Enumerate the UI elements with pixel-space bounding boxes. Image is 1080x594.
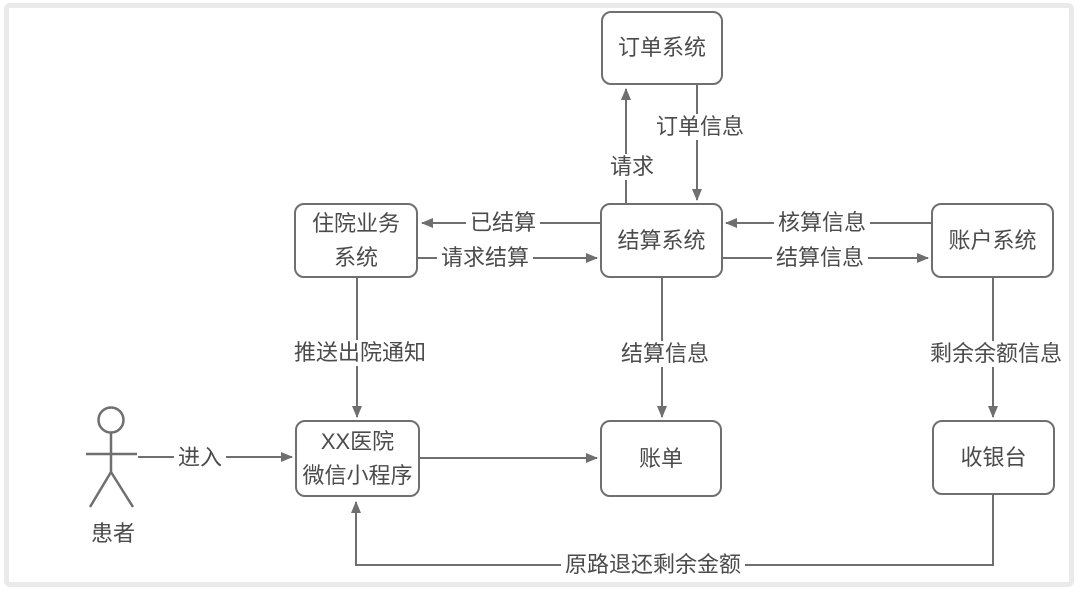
edge-label-request-settlement: 请求结算 bbox=[436, 245, 534, 271]
node-bill-label: 账单 bbox=[638, 445, 683, 471]
node-account-system: 账户系统 bbox=[931, 203, 1054, 278]
node-inpatient-system-label-line1: 住院业务 bbox=[311, 210, 400, 236]
node-inpatient-system-label-line2: 系统 bbox=[333, 244, 378, 270]
node-settlement-system: 结算系统 bbox=[600, 203, 723, 278]
node-account-system-label: 账户系统 bbox=[948, 227, 1037, 253]
edge-label-settled: 已结算 bbox=[465, 210, 541, 236]
node-mini-program-label-line1: XX医院 bbox=[320, 428, 395, 454]
node-inpatient-system: 住院业务 系统 bbox=[294, 203, 418, 278]
node-mini-program: XX医院 微信小程序 bbox=[295, 420, 420, 497]
edge-label-enter: 进入 bbox=[173, 445, 227, 471]
edge-label-refund: 原路退还剩余金额 bbox=[560, 552, 746, 578]
edge-label-order-info: 订单信息 bbox=[651, 114, 749, 140]
node-mini-program-label-line2: 微信小程序 bbox=[302, 462, 413, 488]
patient-actor-icon bbox=[86, 406, 137, 508]
edge-label-push-discharge: 推送出院通知 bbox=[289, 340, 431, 366]
node-cashier-label: 收银台 bbox=[960, 444, 1027, 470]
node-order-system: 订单系统 bbox=[601, 11, 723, 85]
edge-label-settlement-info-account: 结算信息 bbox=[771, 245, 869, 271]
edge-label-settlement-info-bill: 结算信息 bbox=[616, 341, 714, 367]
node-settlement-system-label: 结算系统 bbox=[617, 227, 706, 253]
edge-label-request: 请求 bbox=[605, 154, 659, 180]
edge-label-accounting-info: 核算信息 bbox=[773, 210, 871, 236]
node-order-system-label: 订单系统 bbox=[617, 35, 706, 60]
edge-label-remaining-balance: 剩余余额信息 bbox=[925, 341, 1067, 367]
patient-actor-label: 患者 bbox=[90, 521, 136, 546]
node-bill: 账单 bbox=[600, 420, 722, 497]
node-cashier: 收银台 bbox=[932, 420, 1055, 495]
